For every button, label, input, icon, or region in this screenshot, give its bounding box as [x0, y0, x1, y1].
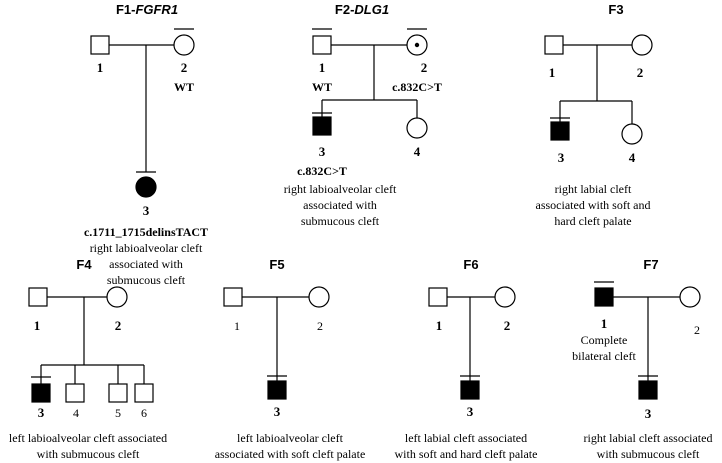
individual-number: 1 [97, 60, 104, 75]
individual-number: 5 [115, 406, 121, 420]
female-2 [308, 286, 330, 308]
male-4 [65, 383, 85, 403]
genotype-label: WT [174, 80, 194, 94]
individual-number: 1 [601, 316, 608, 331]
phenotype-line: right labioalveolar cleft [284, 182, 397, 196]
individual-number: 4 [73, 406, 79, 420]
phenotype-line: left labioalveolar cleft associated [9, 431, 167, 445]
individual-number: 3 [467, 404, 474, 419]
affected-male-3 [638, 380, 658, 400]
phenotype-line: associated with [303, 198, 377, 212]
genotype-label: WT [312, 80, 332, 94]
affected-male-3 [312, 116, 332, 136]
female-2 [173, 34, 195, 56]
family-title: F5 [269, 257, 284, 272]
phenotype-line: associated with soft and [536, 198, 651, 212]
individual-number: 4 [629, 150, 636, 165]
female-2 [106, 286, 128, 308]
phenotype-line: hard cleft palate [554, 214, 631, 228]
variant-label: c.1711_1715delinsTACT [84, 225, 208, 239]
individual-number: 3 [38, 405, 45, 420]
family-title: F3 [608, 2, 623, 17]
phenotype-line: submucous cleft [107, 273, 186, 287]
family-f3: F3 1 2 3 4 right labial cleft associated… [536, 2, 653, 228]
individual-number: 3 [645, 406, 652, 421]
phenotype-line: Complete [581, 333, 628, 347]
phenotype-line: with soft and hard cleft palate [395, 447, 538, 461]
phenotype-line: associated with soft cleft palate [215, 447, 366, 461]
phenotype-line: bilateral cleft [572, 349, 636, 363]
family-title: F7 [643, 257, 658, 272]
individual-number: 3 [143, 203, 150, 218]
female-2 [679, 286, 701, 308]
phenotype-line: associated with [109, 257, 183, 271]
affected-male-3 [267, 380, 287, 400]
individual-number: 2 [694, 323, 700, 337]
affected-male-1 [594, 287, 614, 307]
individual-number: 2 [421, 60, 428, 75]
male-5 [108, 383, 128, 403]
affected-female-3 [135, 176, 157, 198]
individual-number: 3 [558, 150, 565, 165]
male-1 [28, 287, 48, 307]
phenotype-line: submucous cleft [301, 214, 380, 228]
phenotype-line: with submucous cleft [37, 447, 140, 461]
phenotype-line: left labioalveolar cleft [237, 431, 344, 445]
individual-number: 3 [274, 404, 281, 419]
female-4 [621, 123, 643, 145]
individual-number: 2 [115, 318, 122, 333]
male-1 [90, 35, 110, 55]
phenotype-line: right labial cleft [555, 182, 632, 196]
individual-number: 1 [319, 60, 326, 75]
individual-number: 3 [319, 144, 326, 159]
family-f6: F6 1 2 3 left labial cleft associated wi… [395, 257, 538, 461]
male-1 [312, 35, 332, 55]
individual-number: 1 [549, 65, 556, 80]
individual-number: 1 [34, 318, 41, 333]
individual-number: 2 [504, 318, 511, 333]
female-4 [406, 117, 428, 139]
individual-number: 4 [414, 144, 421, 159]
individual-number: 2 [317, 319, 323, 333]
individual-number: 2 [637, 65, 644, 80]
family-title: F2-DLG1 [335, 2, 389, 17]
female-2 [494, 286, 516, 308]
affected-male-3 [550, 121, 570, 141]
family-f2: F2-DLG1 1 2 WT c.832C>T 3 4 c.832C>T rig… [284, 2, 442, 228]
male-1 [428, 287, 448, 307]
family-title: F1-FGFR1 [116, 2, 178, 17]
male-1 [223, 287, 243, 307]
male-6 [134, 383, 154, 403]
individual-number: 1 [234, 319, 240, 333]
family-f7: F7 1 Complete bilateral cleft 2 3 right … [572, 257, 712, 461]
phenotype-line: right labial cleft associated [584, 431, 713, 445]
female-2 [631, 34, 653, 56]
family-f4: F4 1 2 3 4 5 6 left labioalveolar cleft … [9, 257, 167, 461]
affected-male-3 [460, 380, 480, 400]
carrier-dot [414, 42, 420, 48]
individual-number: 6 [141, 406, 147, 420]
individual-number: 2 [181, 60, 188, 75]
individual-number: 1 [436, 318, 443, 333]
family-f5: F5 1 2 3 left labioalveolar cleft associ… [215, 257, 366, 461]
male-1 [544, 35, 564, 55]
family-title: F4 [76, 257, 92, 272]
phenotype-line: left labial cleft associated [405, 431, 527, 445]
variant-label: c.832C>T [297, 164, 347, 178]
affected-male-3 [31, 383, 51, 403]
phenotype-line: with submucous cleft [597, 447, 700, 461]
phenotype-line: right labioalveolar cleft [90, 241, 203, 255]
family-title: F6 [463, 257, 478, 272]
variant-label: c.832C>T [392, 80, 442, 94]
family-f1: F1-FGFR1 1 2 WT 3 c.1711_1715delinsTACT … [84, 2, 208, 287]
